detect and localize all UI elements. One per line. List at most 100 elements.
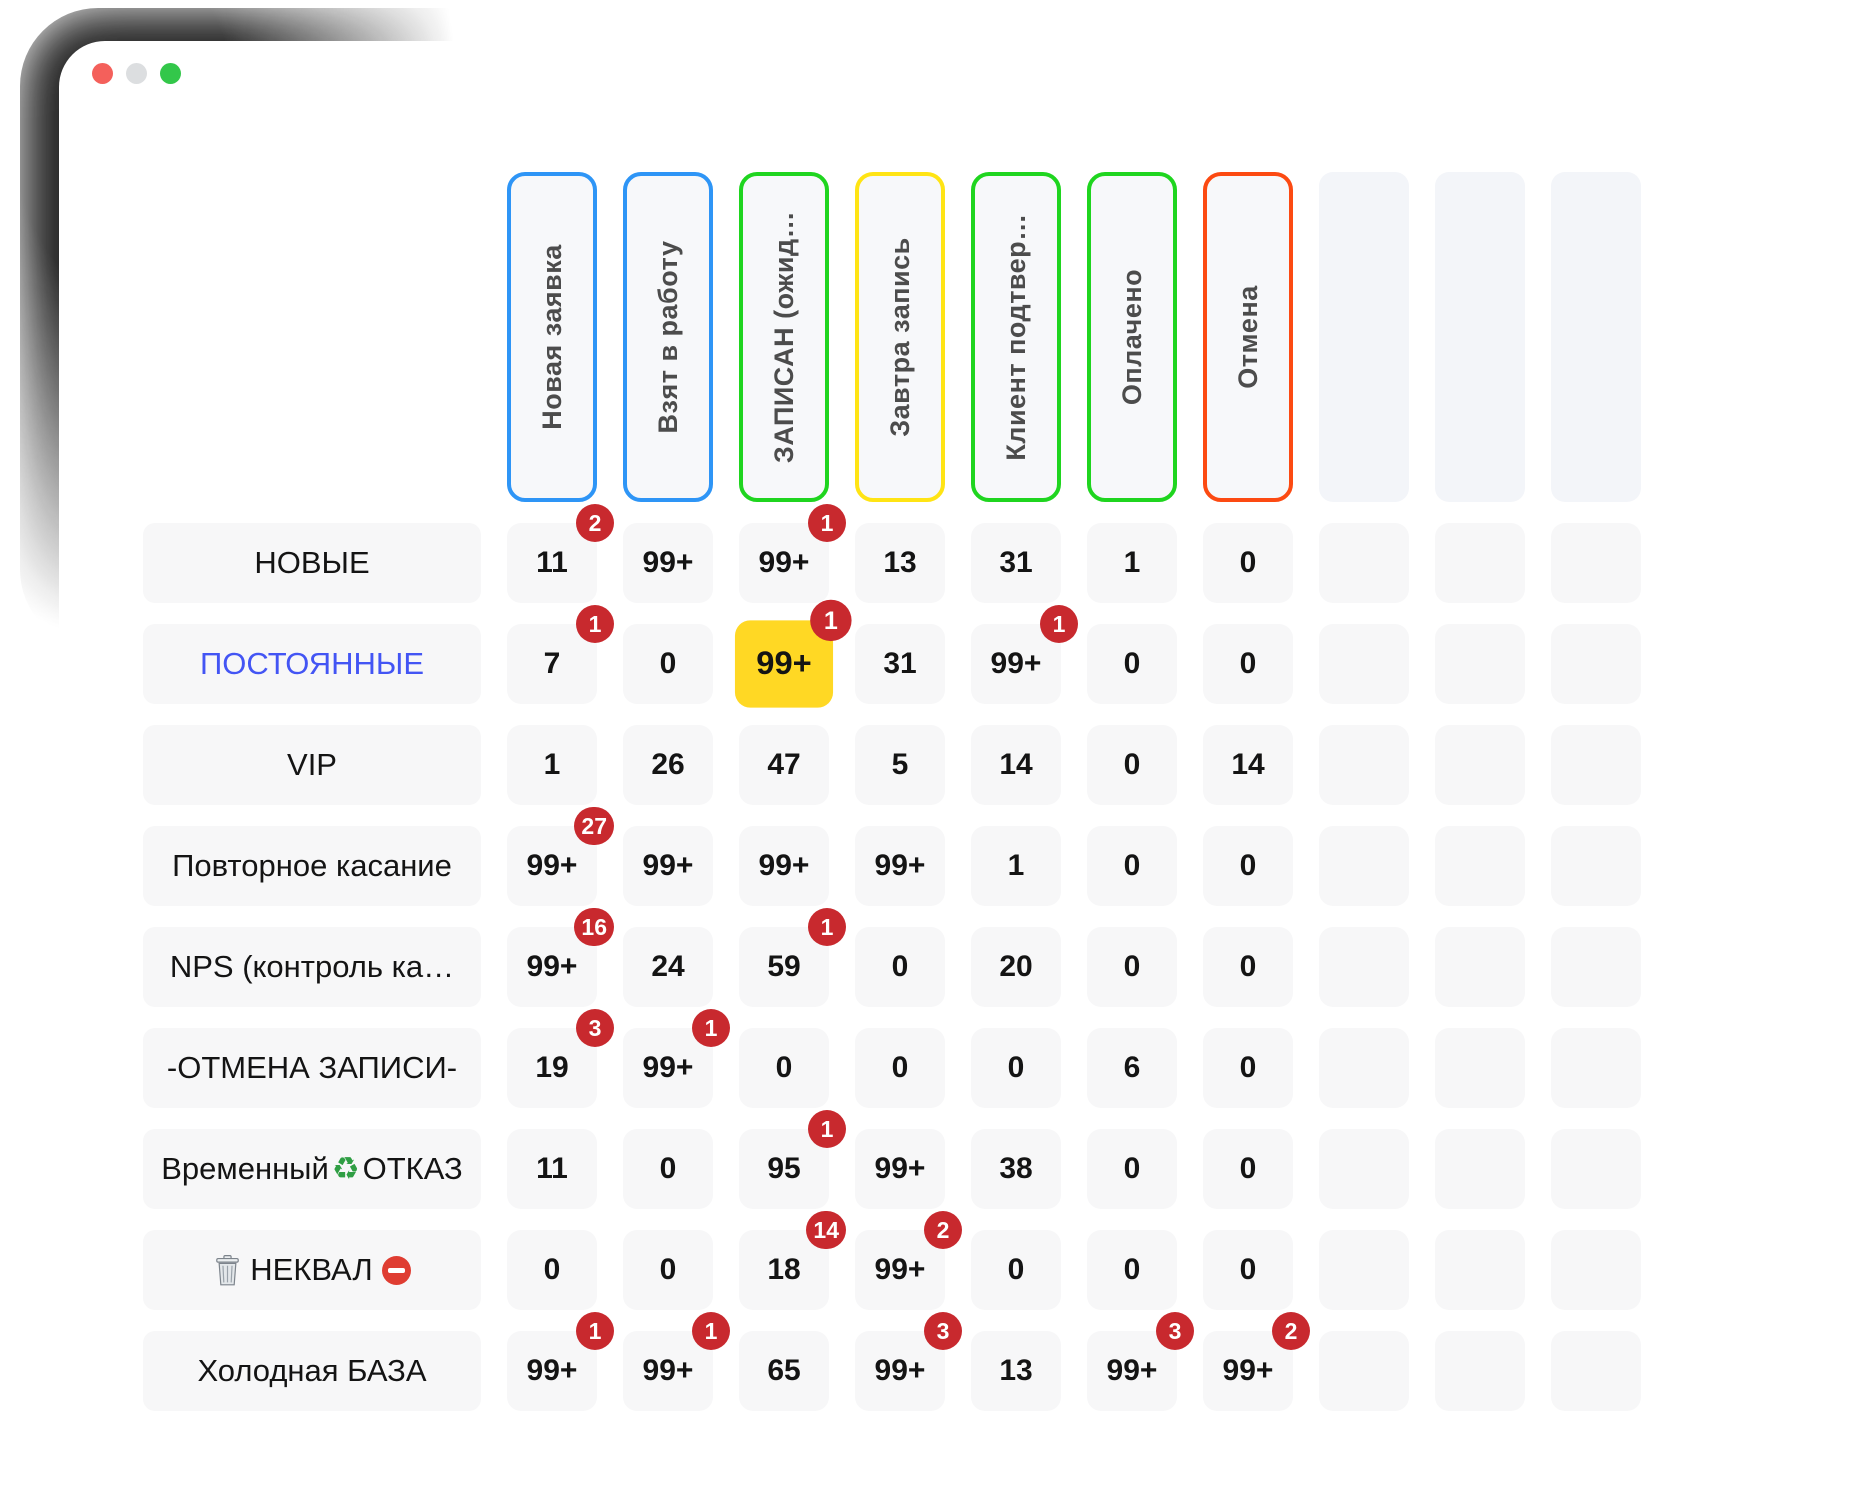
zoom-button[interactable]	[160, 63, 181, 84]
count-cell-r8-c6[interactable]: 0	[1087, 1230, 1177, 1310]
count-cell-r9-c7[interactable]: 99+2	[1203, 1312, 1310, 1411]
count-cell-r9-c2[interactable]: 99+1	[623, 1312, 730, 1411]
count-cell-r4-c1[interactable]: 99+27	[507, 807, 614, 906]
cell-count: 0	[659, 1253, 677, 1286]
row-label-6[interactable]: -ОТМЕНА ЗАПИСИ-	[143, 1028, 481, 1108]
column-header-4[interactable]: Завтра запись	[855, 172, 945, 502]
count-cell-r3-c4[interactable]: 5	[855, 725, 945, 805]
count-cell-r9-c6[interactable]: 99+3	[1087, 1312, 1194, 1411]
count-cell-r7-c4[interactable]: 99+	[855, 1129, 945, 1209]
count-cell-r1-c6[interactable]: 1	[1087, 523, 1177, 603]
notification-badge: 3	[576, 1009, 614, 1047]
count-cell-r5-c4[interactable]: 0	[855, 927, 945, 1007]
count-cell-r2-c7[interactable]: 0	[1203, 624, 1293, 704]
count-cell-r3-c6[interactable]: 0	[1087, 725, 1177, 805]
count-cell-r7-c5[interactable]: 38	[971, 1129, 1061, 1209]
count-cell-r5-c2[interactable]: 24	[623, 927, 713, 1007]
count-cell-r6-c4[interactable]: 0	[855, 1028, 945, 1108]
row-label-2[interactable]: ПОСТОЯННЫЕ	[143, 624, 481, 704]
count-cell-r5-c7[interactable]: 0	[1203, 927, 1293, 1007]
cell-count: 0	[1123, 849, 1141, 882]
count-cell-r6-c6[interactable]: 6	[1087, 1028, 1177, 1108]
count-cell-r2-c5[interactable]: 99+1	[971, 605, 1078, 704]
cell-count: 47	[767, 748, 801, 781]
count-cell-r3-c7[interactable]: 14	[1203, 725, 1293, 805]
count-cell-r8-c5[interactable]: 0	[971, 1230, 1061, 1310]
minimize-button[interactable]	[126, 63, 147, 84]
cell-count: 0	[659, 647, 677, 680]
count-cell-r7-c6[interactable]: 0	[1087, 1129, 1177, 1209]
cell-count: 0	[1239, 647, 1257, 680]
count-cell-r9-c4[interactable]: 99+3	[855, 1312, 962, 1411]
count-cell-r2-c3[interactable]: 99+1	[734, 599, 852, 708]
count-cell-r3-c2[interactable]: 26	[623, 725, 713, 805]
count-cell-r4-c7[interactable]: 0	[1203, 826, 1293, 906]
column-header-3[interactable]: ЗАПИСАН (ожид…	[739, 172, 829, 502]
count-cell-r1-c3[interactable]: 99+1	[739, 504, 846, 603]
count-cell-r8-c4[interactable]: 99+2	[855, 1211, 962, 1310]
count-cell-r4-c2[interactable]: 99+	[623, 826, 713, 906]
count-cell-r2-c4[interactable]: 31	[855, 624, 945, 704]
count-cell-r1-c4[interactable]: 13	[855, 523, 945, 603]
count-cell-r4-c4[interactable]: 99+	[855, 826, 945, 906]
count-cell-r9-c1[interactable]: 99+1	[507, 1312, 614, 1411]
row-label-1[interactable]: НОВЫЕ	[143, 523, 481, 603]
close-button[interactable]	[92, 63, 113, 84]
row-label-7[interactable]: Временный♻ОТКАЗ	[143, 1129, 481, 1209]
count-cell-r8-c1[interactable]: 0	[507, 1230, 597, 1310]
count-cell-r4-c3[interactable]: 99+	[739, 826, 829, 906]
count-cell-r3-c3[interactable]: 47	[739, 725, 829, 805]
cell-count: 13	[999, 1354, 1033, 1387]
count-cell-r1-c7[interactable]: 0	[1203, 523, 1293, 603]
count-cell-r7-c1[interactable]: 11	[507, 1129, 597, 1209]
empty-cell-r1-c8	[1319, 523, 1409, 603]
count-cell-r5-c1[interactable]: 99+16	[507, 908, 614, 1007]
column-header-2[interactable]: Взят в работу	[623, 172, 713, 502]
count-cell-r7-c2[interactable]: 0	[623, 1129, 713, 1209]
count-cell-r2-c2[interactable]: 0	[623, 624, 713, 704]
count-cell-r8-c7[interactable]: 0	[1203, 1230, 1293, 1310]
empty-cell-r5-c9	[1435, 927, 1525, 1007]
empty-cell-r6-c9	[1435, 1028, 1525, 1108]
notification-badge: 1	[1040, 605, 1078, 643]
count-cell-r2-c6[interactable]: 0	[1087, 624, 1177, 704]
count-cell-r5-c5[interactable]: 20	[971, 927, 1061, 1007]
count-cell-r3-c1[interactable]: 1	[507, 725, 597, 805]
column-header-7[interactable]: Отмена	[1203, 172, 1293, 502]
notification-badge: 1	[810, 599, 852, 642]
row-label-4[interactable]: Повторное касание	[143, 826, 481, 906]
count-cell-r1-c5[interactable]: 31	[971, 523, 1061, 603]
count-cell-r7-c7[interactable]: 0	[1203, 1129, 1293, 1209]
column-header-6[interactable]: Оплачено	[1087, 172, 1177, 502]
count-cell-r8-c2[interactable]: 0	[623, 1230, 713, 1310]
count-cell-r6-c3[interactable]: 0	[739, 1028, 829, 1108]
count-cell-r9-c3[interactable]: 65	[739, 1331, 829, 1411]
empty-cell-r2-c8	[1319, 624, 1409, 704]
count-cell-r1-c2[interactable]: 99+	[623, 523, 713, 603]
empty-cell-r9-c9	[1435, 1331, 1525, 1411]
count-cell-r3-c5[interactable]: 14	[971, 725, 1061, 805]
column-header-5[interactable]: Клиент подтвер…	[971, 172, 1061, 502]
count-cell-r4-c6[interactable]: 0	[1087, 826, 1177, 906]
count-cell-r4-c5[interactable]: 1	[971, 826, 1061, 906]
row-label-9[interactable]: Холодная БАЗА	[143, 1331, 481, 1411]
row-label-5[interactable]: NPS (контроль ка…	[143, 927, 481, 1007]
count-cell-r6-c5[interactable]: 0	[971, 1028, 1061, 1108]
row-label-8[interactable]: НЕКВАЛ	[143, 1230, 481, 1310]
cell-count: 5	[891, 748, 909, 781]
count-cell-r5-c6[interactable]: 0	[1087, 927, 1177, 1007]
column-header-1[interactable]: Новая заявка	[507, 172, 597, 502]
cell-count: 13	[883, 546, 917, 579]
notification-badge: 2	[576, 504, 614, 542]
row-label-3[interactable]: VIP	[143, 725, 481, 805]
count-cell-r9-c5[interactable]: 13	[971, 1331, 1061, 1411]
count-cell-r6-c7[interactable]: 0	[1203, 1028, 1293, 1108]
notification-badge: 2	[924, 1211, 962, 1249]
count-cell-r6-c2[interactable]: 99+1	[623, 1009, 730, 1108]
